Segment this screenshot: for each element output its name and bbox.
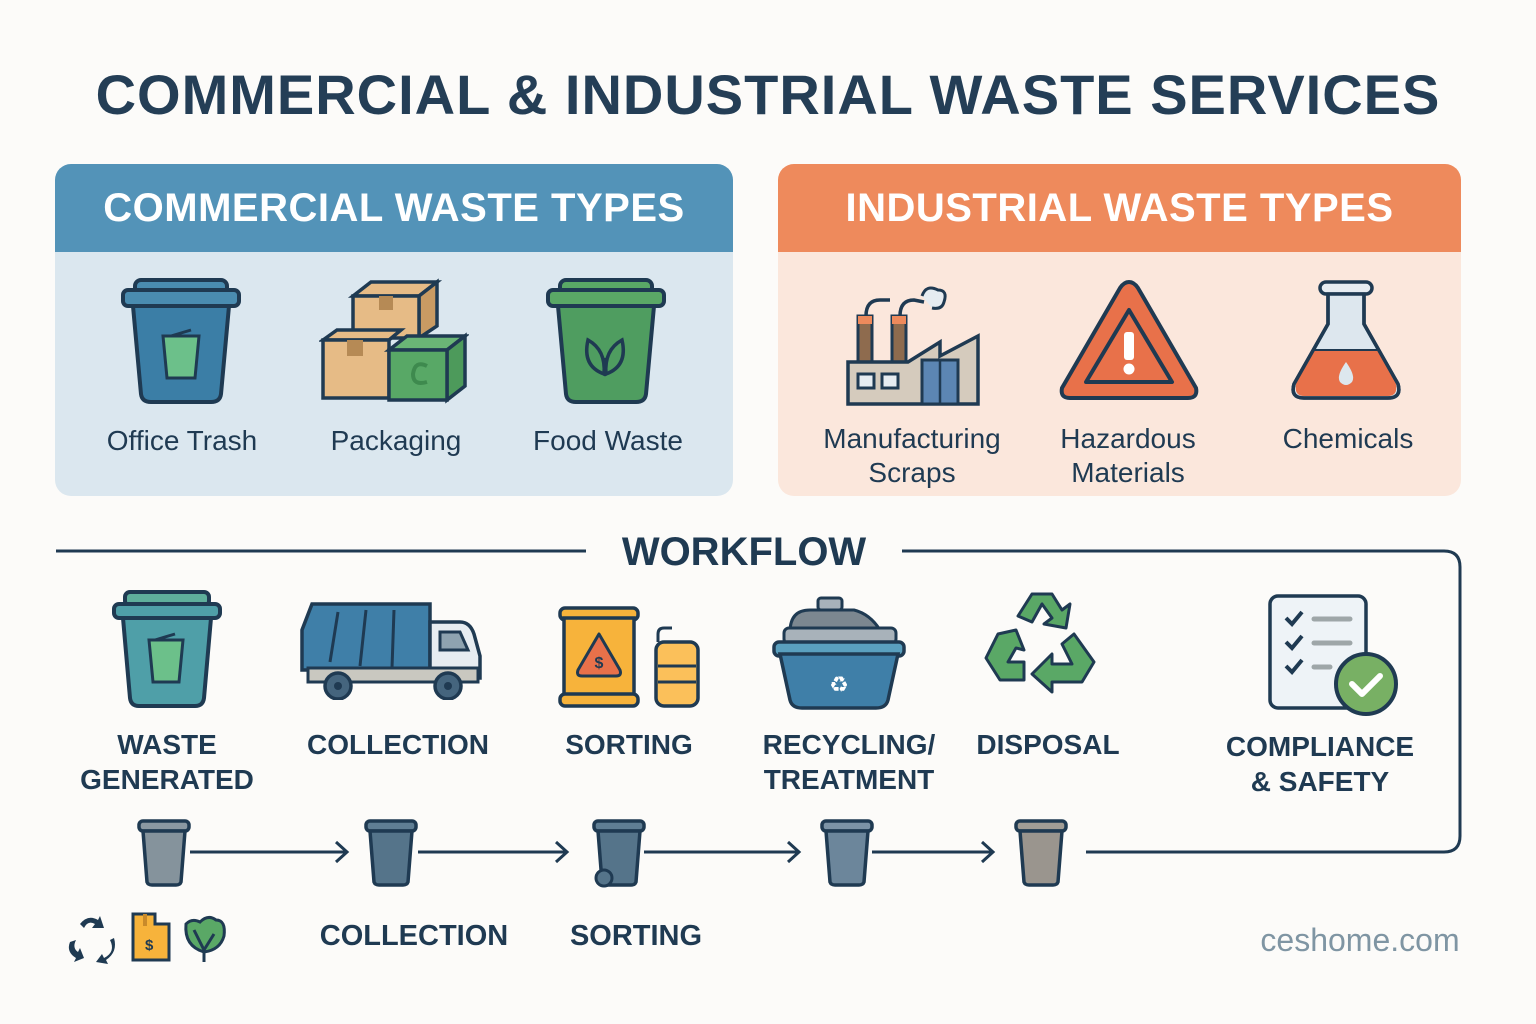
warning-triangle-icon xyxy=(1056,276,1202,404)
industrial-panel-body: Manufacturing Scraps Hazardous Materials xyxy=(778,252,1461,496)
watermark: ceshome.com xyxy=(1260,922,1460,958)
workflow-step-label: RECYCLING/ TREATMENT xyxy=(744,727,954,797)
industrial-item-label: Chemicals xyxy=(1248,422,1448,456)
chemical-flask-icon xyxy=(1288,278,1404,404)
garbage-truck-icon xyxy=(298,600,484,700)
commercial-item-label: Packaging xyxy=(330,425,462,456)
industrial-item-label-line1: Chemicals xyxy=(1282,423,1414,454)
workflow-step-label: DISPOSAL xyxy=(960,727,1136,762)
commercial-item-label: Food Waste xyxy=(533,425,683,456)
cardboard-boxes-icon xyxy=(319,278,469,408)
workflow-step-label-line2: & SAFETY xyxy=(1250,766,1390,797)
workflow-title: WORKFLOW xyxy=(621,530,867,574)
commercial-header-text: COMMERCIAL WASTE TYPES xyxy=(103,185,685,230)
leaf-icon xyxy=(182,912,228,964)
industrial-header-text: INDUSTRIAL WASTE TYPES xyxy=(845,185,1394,230)
workflow-step-label-line1: WASTE xyxy=(117,729,217,760)
flow-label: SORTING xyxy=(569,920,703,952)
flow-bin-icon xyxy=(1012,818,1070,888)
flow-bin-icon xyxy=(135,818,193,888)
commercial-panel-header: COMMERCIAL WASTE TYPES xyxy=(55,164,733,252)
workflow-step-label: COMPLIANCE & SAFETY xyxy=(1200,729,1440,799)
flow-bin-icon xyxy=(818,818,876,888)
factory-icon xyxy=(844,280,984,410)
commercial-item-label: Office Trash xyxy=(106,425,258,456)
workflow-step-label-line2: TREATMENT xyxy=(763,764,935,795)
commercial-panel-body: Office Trash Packaging xyxy=(55,252,733,496)
workflow-step-label-line2: GENERATED xyxy=(80,764,254,795)
industrial-item-label-line1: Hazardous xyxy=(1060,423,1196,454)
workflow-step-label-line1: COLLECTION xyxy=(307,729,489,760)
hazard-barrel-icon: $ xyxy=(556,604,702,710)
industrial-panel: INDUSTRIAL WASTE TYPES Manufacturing Scr xyxy=(778,164,1461,496)
industrial-panel-header: INDUSTRIAL WASTE TYPES xyxy=(778,164,1461,252)
flow-label: COLLECTION xyxy=(319,920,509,952)
recycle-icon xyxy=(62,912,118,964)
workflow-step-label-line1: COMPLIANCE xyxy=(1225,731,1415,762)
workflow-step-label-line1: RECYCLING/ xyxy=(762,729,936,760)
page-title: COMMERCIAL & INDUSTRIAL WASTE SERVICES xyxy=(95,63,1441,126)
checklist-approved-icon xyxy=(1266,592,1402,718)
commercial-panel: COMMERCIAL WASTE TYPES Office Trash xyxy=(55,164,733,496)
industrial-item-label-line2: Materials xyxy=(1071,457,1185,488)
workflow-step-label: SORTING xyxy=(534,727,724,762)
blue-trash-bin-icon xyxy=(119,278,243,408)
dollar-package-icon: $ xyxy=(131,912,173,962)
workflow-step-label: COLLECTION xyxy=(290,727,506,762)
industrial-item-label-line2: Scraps xyxy=(868,457,956,488)
svg-text:$: $ xyxy=(595,655,604,672)
flow-bin-icon xyxy=(362,818,420,888)
industrial-item-label: Manufacturing Scraps xyxy=(792,422,1032,490)
recycling-dumpster-icon: ♻ xyxy=(770,596,908,712)
workflow-step-label-line1: DISPOSAL xyxy=(976,729,1120,760)
industrial-item-label-line1: Manufacturing xyxy=(823,423,1001,454)
svg-text:$: $ xyxy=(145,937,154,954)
svg-text:♻: ♻ xyxy=(829,673,849,698)
industrial-item-label: Hazardous Materials xyxy=(1018,422,1238,490)
recycle-arrows-icon xyxy=(978,588,1102,702)
workflow-step-label-line1: SORTING xyxy=(565,729,693,760)
teal-trash-bin-icon xyxy=(111,590,223,710)
flow-bin-icon xyxy=(590,818,648,890)
workflow-step-label: WASTE GENERATED xyxy=(62,727,272,797)
green-compost-bin-icon xyxy=(544,278,668,408)
